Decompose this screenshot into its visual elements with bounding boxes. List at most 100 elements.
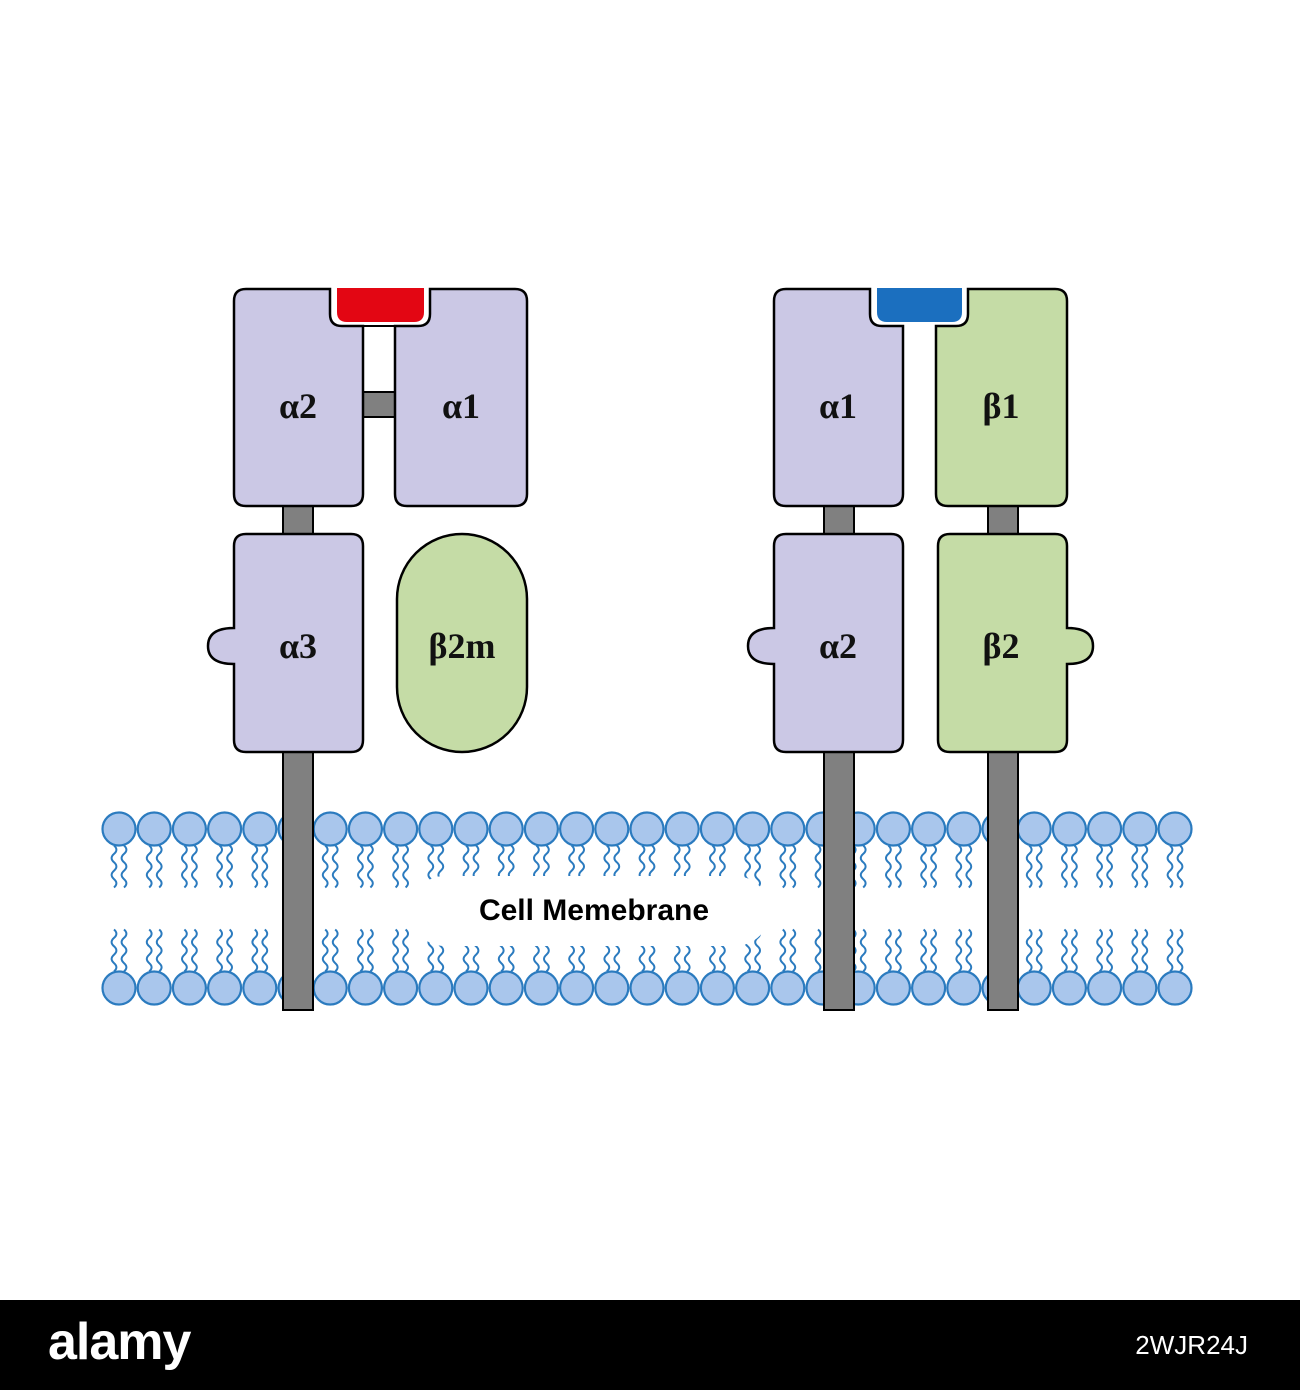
- lipid-head: [1086, 970, 1123, 1006]
- mhc2-peptide: [877, 288, 962, 322]
- lipid-tail: [920, 928, 927, 973]
- lipid-head: [875, 811, 912, 847]
- lipid-tail: [181, 928, 188, 973]
- lipid-tail: [261, 844, 269, 889]
- mhc2-alpha2-label: α2: [819, 626, 857, 666]
- lipid-tail: [321, 928, 329, 973]
- mhc2-alpha2-domain: [746, 532, 905, 754]
- lipid-tail: [155, 844, 163, 889]
- lipid-tail: [1025, 844, 1033, 889]
- mhc1-alpha1-label: α1: [442, 386, 480, 426]
- lipid-head: [453, 970, 489, 1006]
- lipid-tail: [1096, 844, 1103, 889]
- lipid-tail: [120, 928, 128, 973]
- lipid-tail: [402, 928, 409, 973]
- lipid-head: [629, 811, 665, 847]
- lipid-tail: [1061, 928, 1068, 973]
- lipid-head: [101, 970, 137, 1006]
- lipid-head: [734, 970, 771, 1006]
- mhc-class-1: α2 α1 α3 β2m: [206, 287, 529, 1011]
- lipid-head: [770, 811, 806, 847]
- lipid-tail: [955, 928, 963, 973]
- lipid-head: [347, 811, 383, 847]
- mhc1-alpha3-label: α3: [279, 626, 317, 666]
- lipid-head: [523, 811, 560, 847]
- lipid-tail: [955, 844, 963, 889]
- mhc1-beta2m-label: β2m: [429, 626, 496, 666]
- lipid-tail: [789, 844, 797, 889]
- lipid-tail: [814, 928, 822, 973]
- lipid-head: [418, 970, 454, 1006]
- mhc2-alpha1-domain: [772, 287, 905, 508]
- lipid-tail: [814, 844, 822, 889]
- mhc2-alpha-linker-stalk: [823, 503, 855, 537]
- lipid-tail: [1035, 844, 1043, 889]
- lipid-head: [312, 811, 348, 847]
- lipid-tail: [357, 928, 364, 973]
- lipid-head: [594, 811, 630, 847]
- lipid-tail: [1131, 844, 1139, 889]
- lipid-head: [488, 970, 524, 1006]
- lipid-tail: [1035, 928, 1043, 973]
- lipid-head: [664, 970, 700, 1006]
- lipid-head: [1016, 811, 1052, 847]
- lipid-tail: [226, 928, 233, 973]
- lipid-head: [242, 811, 278, 847]
- cell-membrane: Cell Memebrane: [101, 811, 1193, 1006]
- lipid-head: [910, 970, 947, 1006]
- lipid-head: [699, 970, 736, 1006]
- lipid-head: [699, 811, 736, 847]
- lipid-tail: [754, 844, 761, 889]
- lipid-tail: [321, 844, 329, 889]
- lipid-tail: [145, 928, 153, 973]
- lipid-head: [1157, 970, 1193, 1006]
- footer-bar: alamy 2WJR24J: [0, 1300, 1300, 1390]
- image-id: 2WJR24J: [1135, 1330, 1248, 1360]
- lipid-tail: [216, 844, 223, 889]
- lipid-head: [1122, 970, 1158, 1006]
- lipid-head: [488, 811, 524, 847]
- lipid-head: [136, 970, 172, 1006]
- lipid-tail: [120, 844, 128, 889]
- lipid-head: [383, 970, 419, 1006]
- lipid-tail: [251, 844, 259, 889]
- lipid-tail: [191, 928, 198, 973]
- lipid-tail: [1106, 844, 1113, 889]
- lipid-tail: [191, 844, 198, 889]
- lipid-tail: [1106, 928, 1113, 973]
- lipid-head: [875, 970, 912, 1006]
- mhc2-beta2-domain: [936, 532, 1095, 754]
- lipid-tail: [1061, 844, 1068, 889]
- lipid-head: [523, 970, 560, 1006]
- lipid-head: [347, 970, 383, 1006]
- lipid-head: [171, 811, 207, 847]
- lipid-head: [101, 811, 137, 847]
- lipid-tail: [392, 844, 399, 889]
- lipid-tail: [965, 928, 973, 973]
- lipid-tail: [1096, 928, 1103, 973]
- lipid-head: [207, 811, 243, 847]
- lipid-head: [136, 811, 172, 847]
- lipid-head: [453, 811, 489, 847]
- lipid-head: [946, 811, 982, 847]
- lipid-tail: [1141, 928, 1149, 973]
- lipid-tail: [779, 844, 787, 889]
- lipid-tail: [367, 844, 374, 889]
- lipid-head: [558, 811, 595, 847]
- mhc-class-2: α1 β1 α2 β2: [746, 287, 1095, 1011]
- lipid-head: [1157, 811, 1193, 847]
- lipid-tail: [145, 844, 153, 889]
- lipid-head: [558, 970, 595, 1006]
- lipid-head: [1051, 970, 1088, 1006]
- lipid-head: [664, 811, 700, 847]
- lipid-tail: [155, 928, 163, 973]
- lipid-head: [1122, 811, 1158, 847]
- lipid-tail: [895, 844, 902, 889]
- lipid-head: [418, 811, 454, 847]
- lipid-tail: [779, 928, 787, 973]
- brand-logo: alamy: [48, 1313, 191, 1371]
- lipid-tail: [110, 844, 118, 889]
- lipid-head: [312, 970, 348, 1006]
- lipid-head: [1051, 811, 1088, 847]
- lipid-tail: [1166, 928, 1174, 973]
